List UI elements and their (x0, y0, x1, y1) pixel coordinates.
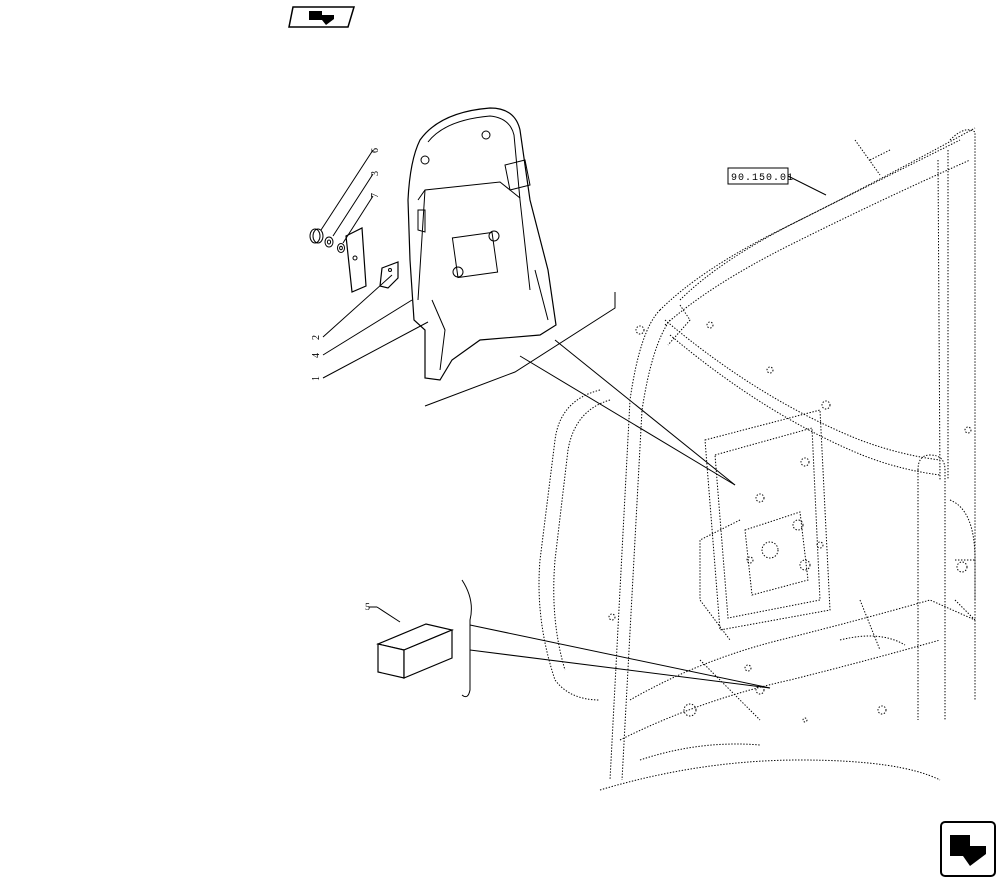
detail-bracket-upper (424, 292, 736, 486)
callout-2: 2 (311, 335, 322, 340)
callout-3: 3 (370, 171, 381, 176)
callout-leaders (320, 149, 429, 623)
callout-7: 7 (370, 193, 381, 198)
callout-6: 6 (370, 148, 381, 153)
callout-4: 4 (311, 353, 322, 358)
seat-backrest (407, 107, 557, 381)
reference-tag: 90.150.01 (727, 167, 827, 196)
callout-5: 5 (365, 602, 370, 613)
cab-frame (538, 127, 976, 791)
washer-part-7 (337, 243, 345, 253)
box-part-5 (376, 623, 454, 679)
clip-part-4 (379, 261, 399, 289)
callout-1: 1 (311, 376, 322, 381)
washer-part-3 (324, 236, 334, 248)
reference-tag-text: 90.150.01 (731, 173, 794, 184)
callout-numbers: 6 3 7 2 4 1 5 (311, 148, 381, 613)
previous-page-arrow-icon[interactable] (288, 6, 356, 28)
detail-bracket-lower (461, 579, 771, 698)
bracket-part-2 (345, 227, 367, 293)
next-page-arrow-icon[interactable] (940, 821, 996, 877)
nut-part-6 (309, 228, 324, 244)
